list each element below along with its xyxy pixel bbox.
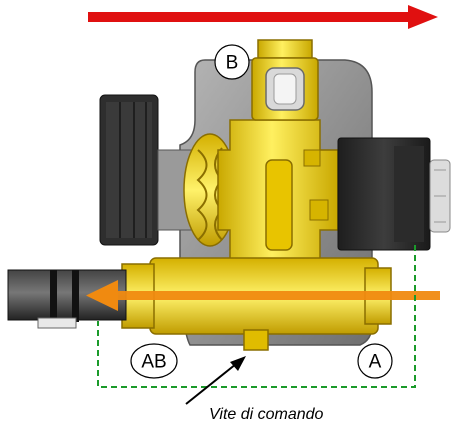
arrow-left-icon — [86, 280, 440, 311]
bypass-path — [97, 245, 416, 388]
port-b-label: B — [226, 53, 239, 74]
valve-body — [217, 119, 339, 261]
control-screw-caption: Vite di comando — [209, 406, 324, 423]
outlet-pipe — [7, 269, 127, 329]
port-a-label: A — [369, 352, 382, 373]
actuator — [337, 137, 451, 251]
port-b-marker: B — [214, 44, 250, 80]
pump-motor — [99, 94, 159, 246]
arrow-right-icon — [88, 5, 438, 29]
port-ab-marker: AB — [130, 343, 178, 379]
port-b-fitting — [251, 39, 319, 121]
port-ab-label: AB — [141, 352, 166, 373]
pointer-arrow-icon — [185, 356, 246, 405]
port-a-marker: A — [357, 343, 393, 379]
